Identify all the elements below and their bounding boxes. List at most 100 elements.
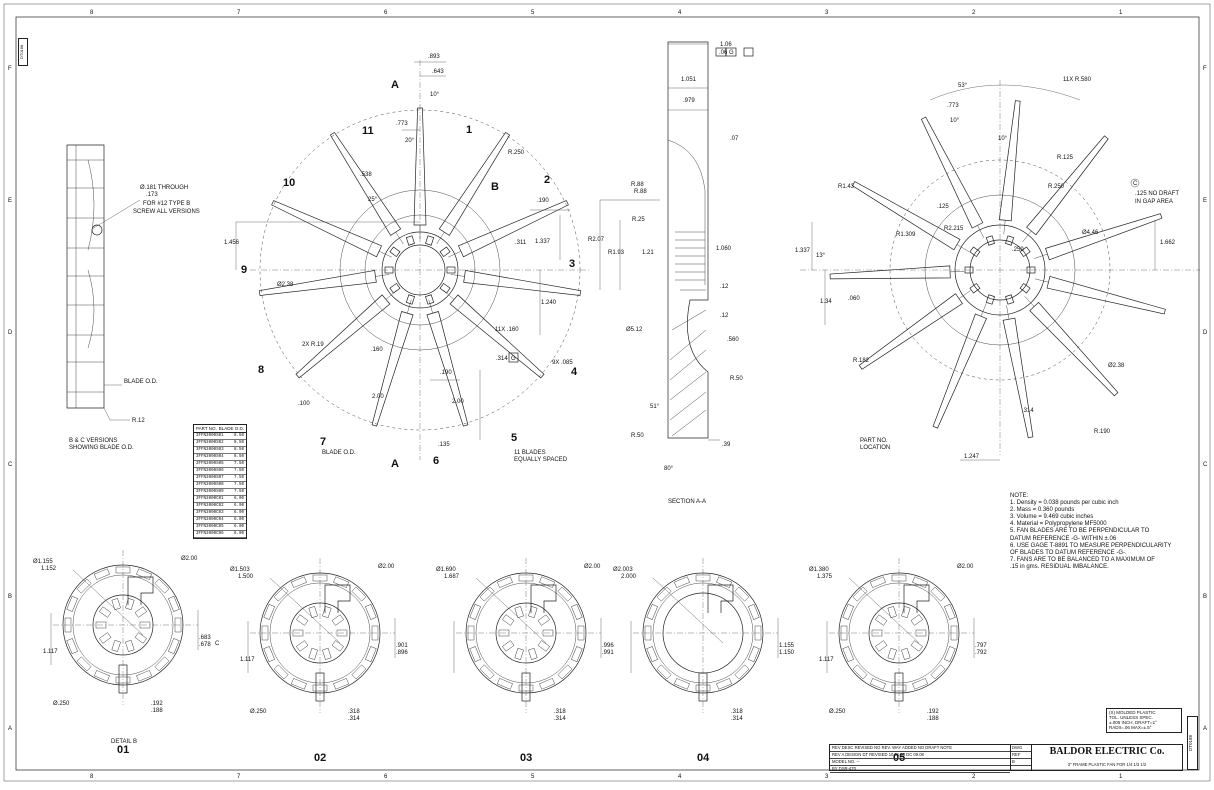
zone-top-5: 5 [531,10,535,16]
section-dim: .12 [720,284,729,290]
front-dim: .773 [396,121,408,127]
zone-left-E: E [8,198,12,204]
note-line: 6. USE GAGE T-8891 TO MEASURE PERPENDICU… [1010,542,1172,549]
company-name: BALDOR ELECTRIC Co. [1049,746,1165,757]
section-dim: 1.060 [716,246,732,252]
front-dim: .643 [432,69,444,75]
blade-rib [956,244,970,252]
drawing-title: 3" FRAME PLASTIC FAN FOR 1/4 1/3 1/2 [1067,762,1147,767]
part-number: 3FFN3000C03 [196,511,224,515]
blade-od-value: 6.00 [233,525,244,529]
hub-slot [1005,235,1015,246]
note-line: 4. Material = Polypropylene MF5000 [1010,521,1107,528]
rear-dim: .314 [1022,408,1034,414]
fan-blade [271,200,383,258]
zone-bottom-5: 5 [531,774,535,780]
hub-slot [439,282,451,294]
col-blade-od: BLADE O.D. [218,426,244,431]
rear-dim: .773 [947,103,959,109]
rear-dim: R2.215 [944,226,964,232]
blade-od-value: 8.50 [233,455,244,459]
detail-key-lower: .792 [975,650,987,656]
detail-dia: Ø2.003 [613,567,633,573]
zone-right-B: B [1203,594,1207,600]
tb-row: BY DSR-470 [830,766,1010,773]
rear-dim: Ø4.46 [1082,230,1099,236]
detail-key: .797 [975,643,987,649]
section-dim: 1.051 [681,77,697,83]
title-block: REV DESC REVISED NO REV. WAY ADDED NO DR… [829,744,1183,773]
rear-dim: 1.247 [964,454,980,460]
title-block-revisions: REV DESC REVISED NO REV. WAY ADDED NO DR… [830,745,1011,773]
rear-dim: 1.34 [820,299,832,305]
blade-rib [395,232,404,245]
hub-slot [439,246,451,258]
zone-bottom-3: 3 [825,774,829,780]
front-dim: 1.456 [224,240,240,246]
detail-number: 03 [520,752,532,764]
blade-rib [1022,230,1032,243]
section-dim: G [729,50,734,56]
fan-blade [457,200,569,258]
detail-views: Ø1.1551.152Ø2.001.117.683.678Ø.250.192.1… [33,550,987,764]
col-part-no: PART NO. [196,426,217,431]
fan-blade [1046,275,1166,315]
front-dim: 1.337 [535,239,551,245]
blade-od-value: 7.50 [233,490,244,494]
zone-bottom-4: 4 [678,774,682,780]
blades-note-2: EQUALLY SPACED [514,457,568,463]
front-dim: R.250 [508,150,525,156]
detail-dia-lower: 2.000 [621,574,637,580]
detail-od: Ø2.00 [957,564,974,570]
hub-slot [964,266,974,274]
section-dim: .06 [719,50,728,56]
detail-keyway: .318 [348,709,360,715]
blade-od-value: 6.00 [233,532,244,536]
fan-blade [858,293,963,370]
detail-key: .996 [602,643,614,649]
front-dim: .135 [438,442,450,448]
fan-blade [413,107,427,226]
detail-keyway-lower: .314 [731,716,743,722]
rear-dim: R.190 [1094,429,1111,435]
detail-number: 01 [117,744,129,756]
zone-top-7: 7 [237,10,241,16]
tb-row: REV A DESIGN DT REVISED 10.31.08 DC 09.0… [830,752,1010,759]
sheet-border [15,16,1200,771]
blade-od-value: 7.50 [233,469,244,473]
blade-rib [436,232,445,245]
detail-keyway-lower: .314 [554,716,566,722]
rear-dim: 1.337 [795,248,811,254]
note-line: DATUM REFERENCE -G- WITHIN ±.06 [1010,535,1117,542]
detail-keyway: .318 [731,709,743,715]
hub-slot [446,266,456,274]
section-dim: R2.07 [588,237,605,243]
blade-rib [1024,296,1035,307]
section-dim: R.88 [634,189,647,195]
front-dim: 2.00 [452,399,464,405]
front-dim: Ø2.38 [277,282,294,288]
blade-od-value: 7.50 [233,483,244,487]
section-dim: 51° [650,404,660,410]
part-number: 3FFN3000C05 [196,525,224,529]
detail-dia: Ø1.380 [809,567,829,573]
fan-blade [1026,135,1109,236]
tb-row: REV DESC REVISED NO REV. WAY ADDED NO DR… [830,745,1010,752]
fan-blade [258,270,377,296]
front-dim: .538 [360,172,372,178]
hub-slot [384,266,394,274]
title-block-mid: DWG REF B [1011,745,1032,770]
front-dim: .160 [371,347,383,353]
tb-sheet-letter: B [1011,759,1031,766]
fan-blade [1045,213,1163,261]
part-number: 3FFN3000S09 [196,490,224,494]
blade-od-value: 6.00 [233,518,244,522]
zone-bottom-8: 8 [90,774,94,780]
notes-title: NOTE: [1010,493,1029,499]
